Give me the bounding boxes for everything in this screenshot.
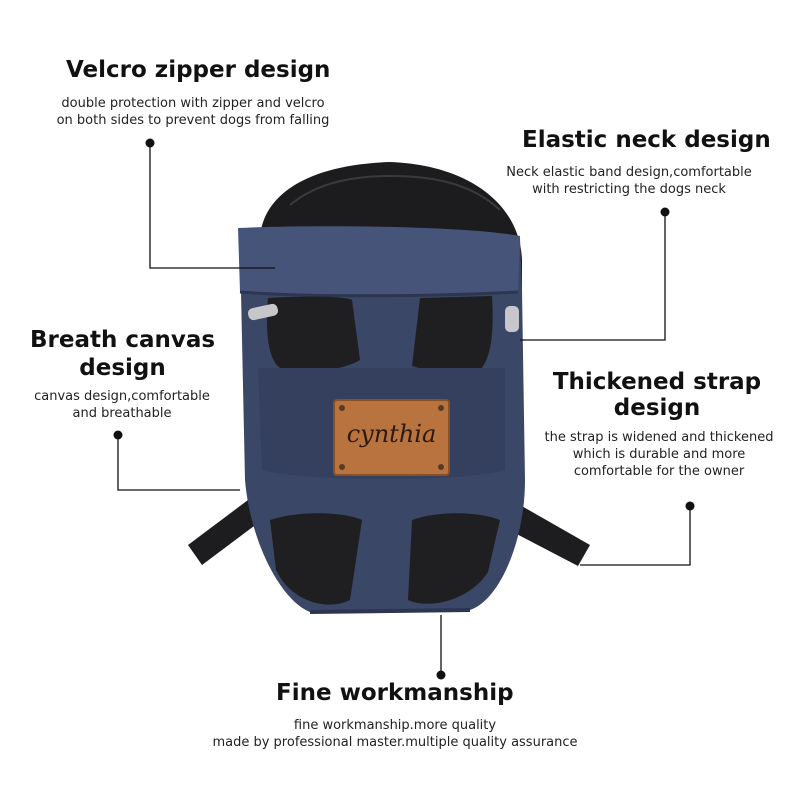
strap-line-2: which is durable and more: [572, 447, 746, 462]
right-leg-opening: [408, 513, 500, 604]
workmanship-description: fine workmanship.more quality made by pr…: [180, 717, 610, 751]
strap-description: the strap is widened and thickened which…: [528, 429, 790, 480]
velcro-description: double protection with zipper and velcro…: [40, 95, 346, 129]
right-shoulder-strap: [505, 505, 590, 566]
canvas-description: canvas design,comfortable and breathable: [20, 388, 224, 422]
left-zipper-pull: [248, 303, 278, 321]
strap-line-1: the strap is widened and thickened: [544, 430, 774, 445]
velcro-title: Velcro zipper design: [66, 57, 331, 83]
canvas-line-1: canvas design,comfortable: [34, 389, 210, 404]
strap-title-line-1: Thickened strap: [552, 369, 762, 395]
right-zipper-pull: [505, 306, 519, 332]
neck-line-2: with restricting the dogs neck: [532, 182, 726, 197]
neck-title: Elastic neck design: [522, 127, 771, 153]
leather-patch: [333, 399, 450, 476]
velcro-line-2: on both sides to prevent dogs from falli…: [56, 113, 330, 128]
canvas-title-line-1: Breath canvas: [30, 327, 216, 353]
canvas-title-line-2: design: [79, 355, 166, 381]
workmanship-title: Fine workmanship: [276, 680, 514, 706]
strap-line-3: comfortable for the owner: [573, 464, 745, 479]
leader-dots: [113, 138, 695, 680]
left-shoulder-strap: [188, 500, 262, 565]
workmanship-line-1: fine workmanship.more quality: [293, 718, 497, 733]
leader-lines: [117, 143, 691, 673]
neck-line-1: Neck elastic band design,comfortable: [506, 165, 752, 180]
velcro-line-1: double protection with zipper and velcro: [61, 96, 325, 111]
canvas-title: Breath canvas design: [30, 326, 215, 382]
strap-title-line-2: design: [613, 395, 701, 421]
collar-flap: [238, 226, 520, 296]
strap-title: Thickened strap design: [552, 369, 762, 421]
left-window: [266, 296, 360, 372]
workmanship-line-2: made by professional master.multiple qua…: [212, 735, 578, 750]
canvas-line-2: and breathable: [72, 406, 172, 421]
patch-text: cynthia: [346, 420, 437, 448]
left-leg-opening: [270, 513, 362, 605]
neck-description: Neck elastic band design,comfortable wit…: [500, 164, 758, 198]
right-window: [412, 296, 493, 374]
